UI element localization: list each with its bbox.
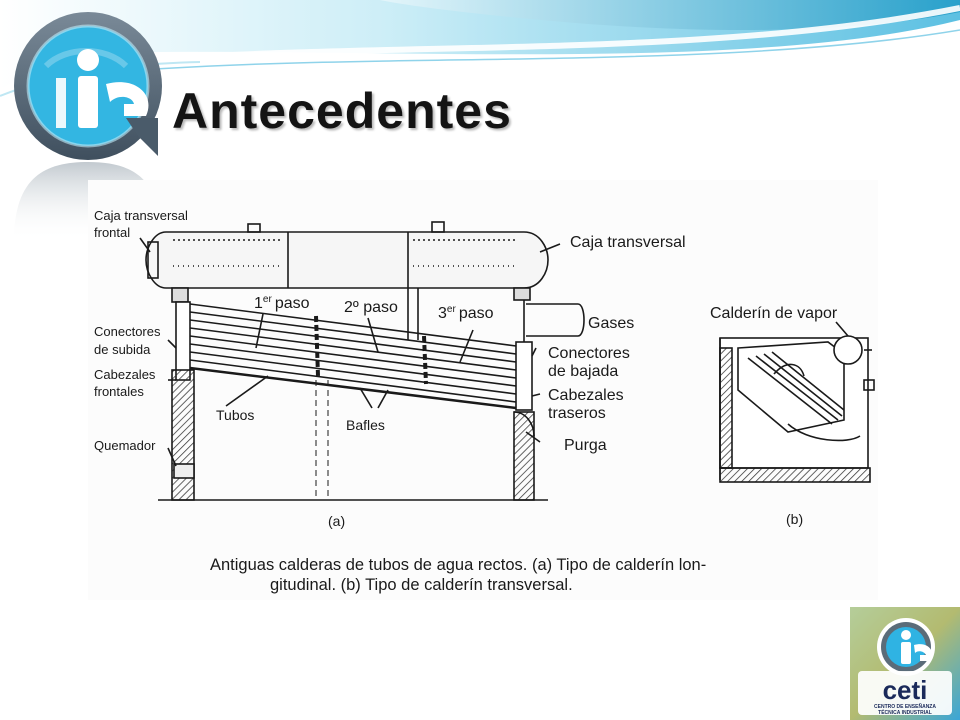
label-purga: Purga bbox=[564, 437, 607, 454]
label-cabezales-traseros-2: traseros bbox=[548, 405, 606, 422]
label-conectores-subida-1: Conectores bbox=[94, 324, 161, 339]
label-sub-a: (a) bbox=[328, 513, 345, 529]
slide-title: Antecedentes bbox=[172, 83, 512, 139]
caption-line-1: Antiguas calderas de tubos de agua recto… bbox=[210, 556, 706, 574]
label-conectores-bajada-1: Conectores bbox=[548, 345, 630, 362]
steam-drum bbox=[145, 231, 549, 289]
label-conectores-subida-2: de subida bbox=[94, 342, 151, 357]
label-gases: Gases bbox=[588, 315, 634, 332]
caption-line-2: gitudinal. (b) Tipo de calderín transver… bbox=[270, 576, 573, 594]
header-swoosh-decoration bbox=[0, 0, 960, 97]
boiler-diagram: Caja transversal frontal Caja transversa… bbox=[88, 180, 878, 600]
label-caja-transversal: Caja transversal bbox=[570, 234, 686, 251]
label-cabezales-frontales-2: frontales bbox=[94, 384, 144, 399]
label-sub-b: (b) bbox=[786, 511, 803, 527]
institution-logo-icon bbox=[14, 12, 162, 241]
label-conectores-bajada-2: de bajada bbox=[548, 363, 618, 380]
label-cabezales-frontales-1: Cabezales bbox=[94, 367, 156, 382]
label-quemador: Quemador bbox=[94, 438, 156, 453]
ceti-logo-icon bbox=[850, 607, 960, 720]
label-cabezales-traseros-1: Cabezales bbox=[548, 387, 624, 404]
label-tubos: Tubos bbox=[216, 407, 254, 423]
ceti-subtitle: CENTRO DE ENSEÑANZA TÉCNICA INDUSTRIAL bbox=[854, 704, 956, 716]
ceti-subtitle-line-2: TÉCNICA INDUSTRIAL bbox=[878, 710, 932, 716]
label-caja-frontal-1: Caja transversal bbox=[94, 208, 188, 223]
label-calderin-vapor: Calderín de vapor bbox=[710, 305, 838, 322]
ceti-wordmark: ceti bbox=[882, 675, 928, 705]
ceti-subtitle-line-1: CENTRO DE ENSEÑANZA bbox=[874, 704, 936, 710]
label-paso-2: 2º paso bbox=[344, 299, 398, 316]
label-caja-frontal-2: frontal bbox=[94, 225, 130, 240]
ceti-logo: ceti CENTRO DE ENSEÑANZA TÉCNICA INDUSTR… bbox=[850, 607, 960, 720]
label-bafles: Bafles bbox=[346, 417, 385, 433]
